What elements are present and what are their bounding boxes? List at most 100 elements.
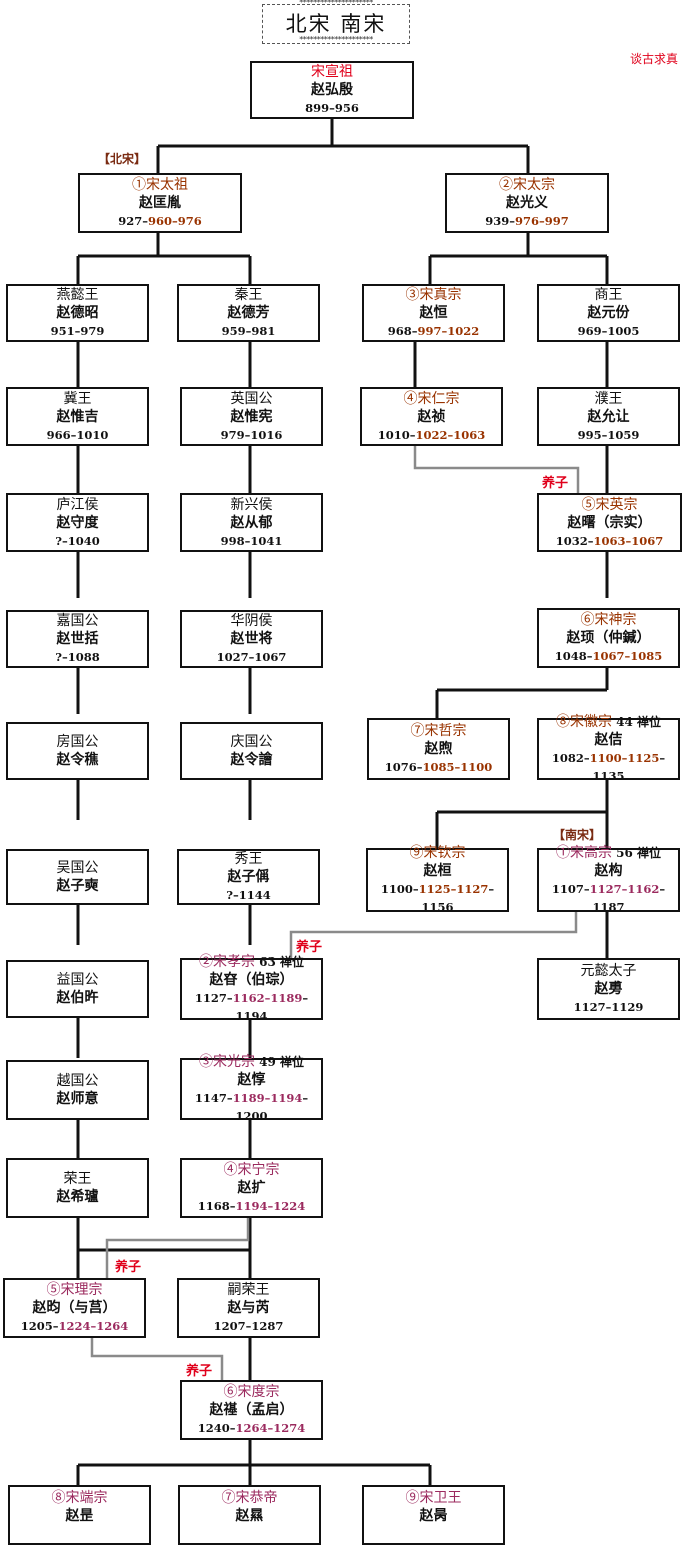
person-yuanyi: 元懿太子 赵旉 1127–1129 — [537, 958, 680, 1020]
person-name: 赵伯旿 — [56, 990, 99, 1006]
emperor-years: 1240–1264–1274 — [197, 1421, 306, 1435]
person-pu: 濮王 赵允让 995–1059 — [537, 387, 680, 446]
person-sirong: 嗣荣王 赵与芮 1207–1287 — [177, 1278, 320, 1338]
person-fangguo: 房国公 赵令穛 — [6, 722, 149, 780]
north-song-tag: 【北宋】 — [98, 152, 147, 166]
emperor-zhenzong: ③宋真宗 赵恒 968–997–1022 — [362, 284, 505, 342]
emperor-name: 赵昀（与莒） — [32, 1300, 117, 1316]
emperor-name: 赵顼（仲鍼） — [566, 630, 651, 646]
person-title: 英国公 — [230, 390, 273, 407]
emperor-years: 1032–1063–1067 — [555, 533, 664, 548]
person-name: 赵惟吉 — [56, 408, 99, 425]
person-title: 商王 — [594, 287, 623, 303]
person-name: 赵师意 — [56, 1091, 99, 1107]
person-title: 冀王 — [63, 390, 92, 407]
person-title: 庆国公 — [230, 734, 273, 750]
person-name: 赵惟宪 — [230, 408, 273, 425]
person-yanyi: 燕懿王 赵德昭 951–979 — [6, 284, 149, 342]
person-name: 赵元份 — [587, 305, 630, 321]
emperor-name: 赵桓 — [423, 863, 452, 879]
person-years: ?–1088 — [55, 650, 100, 664]
emperor-title: ②宋太宗 — [499, 177, 555, 193]
emperor-years: 968–997–1022 — [387, 324, 480, 338]
adopt-label-1: 养子 — [542, 476, 569, 491]
emperor-duzong: ⑥宋度宗 赵禥（孟启） 1240–1264–1274 — [180, 1380, 323, 1440]
emperor-title: ①宋高宗 56 禅位 — [555, 845, 662, 861]
emperor-title: ⑥宋度宗 — [223, 1384, 280, 1400]
person-name: 赵德芳 — [227, 305, 270, 321]
person-years: 1027–1067 — [216, 650, 287, 664]
person-title: 嘉国公 — [56, 613, 99, 629]
emperor-name: 赵扩 — [237, 1180, 266, 1196]
person-years: 966–1010 — [46, 427, 109, 442]
person-qingguo: 庆国公 赵令譮 — [180, 722, 323, 780]
person-name: 赵令穛 — [56, 752, 99, 768]
person-years: 899–956 — [305, 101, 359, 115]
credit-label: 谈古求真 — [630, 52, 679, 66]
emperor-title: ⑦宋恭帝 — [221, 1490, 278, 1506]
person-years: 969–1005 — [577, 324, 640, 338]
emperor-name: 赵昺 — [419, 1508, 448, 1524]
person-yiguo: 益国公 赵伯旿 — [6, 960, 149, 1018]
person-title: 吴国公 — [56, 860, 99, 876]
person-years: ?–1144 — [226, 888, 271, 902]
person-huayin: 华阴侯 赵世将 1027–1067 — [180, 610, 323, 668]
person-name: 赵希瓐 — [56, 1189, 99, 1205]
person-rong: 荣王 赵希瓐 — [6, 1158, 149, 1218]
emperor-name: 赵禥（孟启） — [209, 1402, 294, 1418]
person-jiaguo: 嘉国公 赵世括 ?–1088 — [6, 610, 149, 668]
emperor-name: 赵㬎 — [235, 1508, 264, 1524]
emperor-title: ④宋宁宗 — [223, 1162, 280, 1178]
person-qin: 秦王 赵德芳 959–981 — [177, 284, 320, 342]
person-years: 1127–1129 — [573, 1000, 644, 1014]
person-title: 濮王 — [594, 390, 623, 407]
emperor-title: ⑥宋神宗 — [580, 612, 637, 628]
emperor-huizong: ⑧宋徽宗 44 禅位 赵佶 1082–1100–1125–1135 — [537, 714, 680, 783]
person-title: 燕懿王 — [56, 287, 99, 303]
person-years: 959–981 — [221, 324, 276, 338]
emperor-guangzong: ③宋光宗 49 禅位 赵惇 1147–1189–1194–1200 — [180, 1054, 323, 1123]
emperor-zhezong: ⑦宋哲宗 赵煦 1076–1085–1100 — [367, 718, 510, 780]
person-title: 荣王 — [63, 1171, 92, 1187]
person-name: 赵子偁 — [227, 869, 270, 885]
emperor-ningzong: ④宋宁宗 赵扩 1168–1194–1224 — [180, 1158, 323, 1218]
emperor-title: ⑤宋英宗 — [581, 496, 638, 513]
person-name: 赵守度 — [56, 514, 99, 531]
person-xinxing: 新兴侯 赵从郁 998–1041 — [180, 493, 323, 552]
person-title: 秦王 — [234, 287, 263, 303]
person-name: 赵与芮 — [227, 1300, 270, 1316]
person-lujiang: 庐江侯 赵守度 ?–1040 — [6, 493, 149, 552]
person-title: 秀王 — [234, 851, 263, 867]
emperor-weiwang: ⑨宋卫王 赵昺 — [362, 1485, 505, 1545]
emperor-name: 赵祯 — [417, 408, 446, 425]
emperor-name: 赵构 — [594, 863, 623, 879]
emperor-years: 1107–1127–1162–1187 — [551, 882, 666, 914]
emperor-name: 赵佶 — [594, 732, 623, 748]
emperor-gongdi: ⑦宋恭帝 赵㬎 — [178, 1485, 321, 1545]
emperor-title: ⑤宋理宗 — [46, 1282, 103, 1298]
person-yueguo: 越国公 赵师意 — [6, 1060, 149, 1120]
person-years: 998–1041 — [220, 533, 283, 548]
person-name: 赵旉 — [594, 981, 623, 997]
person-title: 越国公 — [56, 1073, 99, 1089]
person-title: 益国公 — [56, 972, 99, 988]
person-name: 赵从郁 — [230, 514, 273, 531]
person-title: 房国公 — [56, 734, 99, 750]
emperor-renzong: ④宋仁宗 赵祯 1010–1022–1063 — [360, 387, 503, 446]
emperor-years: 1048–1067–1085 — [554, 649, 663, 663]
person-title: 元懿太子 — [580, 963, 637, 979]
emperor-title: ③宋光宗 49 禅位 — [198, 1054, 305, 1070]
emperor-years: 927–960–976 — [118, 214, 202, 228]
emperor-title: ①宋太祖 — [132, 177, 188, 193]
emperor-xiaozong: ②宋孝宗 63 禅位 赵昚（伯琮） 1127–1162–1189–1194 — [180, 954, 323, 1023]
emperor-name: 赵惇 — [237, 1072, 266, 1088]
emperor-title: ⑧宋端宗 — [51, 1490, 108, 1506]
person-name: 赵弘殷 — [311, 82, 353, 98]
emperor-years: 1147–1189–1194–1200 — [194, 1091, 309, 1123]
person-years: 1207–1287 — [213, 1319, 284, 1333]
emperor-taizong: ②宋太宗 赵光义 939–976–997 — [445, 173, 609, 233]
emperor-years: 1168–1194–1224 — [197, 1199, 306, 1213]
emperor-name: 赵煦 — [424, 741, 453, 757]
person-title: 华阴侯 — [230, 613, 273, 629]
emperor-name: 赵匡胤 — [139, 195, 181, 211]
